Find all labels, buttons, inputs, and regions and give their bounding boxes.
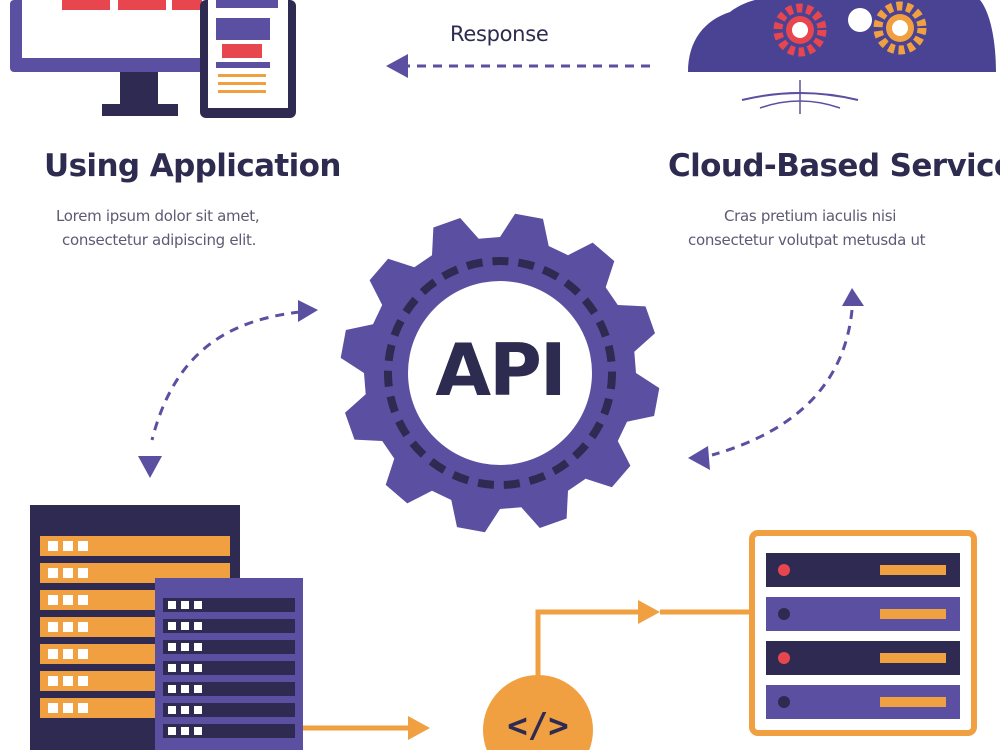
gear-icon	[773, 3, 827, 57]
server-light	[194, 706, 202, 714]
server-light	[78, 649, 88, 659]
server-light	[48, 568, 58, 578]
server-light	[48, 676, 58, 686]
server-light	[168, 664, 176, 672]
server-rack-icon	[155, 578, 303, 750]
server-light	[168, 706, 176, 714]
server-light	[63, 703, 73, 713]
server-light	[181, 706, 189, 714]
server-light	[168, 601, 176, 609]
server-light	[194, 664, 202, 672]
api-gear-icon	[340, 213, 660, 533]
arrow-head-icon	[688, 446, 710, 470]
server-light	[181, 601, 189, 609]
server-light	[48, 541, 58, 551]
arrow-head-icon	[842, 288, 864, 306]
server-light	[48, 595, 58, 605]
api-label: API	[435, 328, 566, 412]
server-light	[168, 643, 176, 651]
server-light	[48, 649, 58, 659]
server-rack-icon	[749, 530, 977, 736]
server-light	[78, 541, 88, 551]
code-icon	[483, 675, 593, 750]
tablet-icon	[200, 0, 296, 118]
left-panel-title: Using Application	[44, 148, 341, 184]
server-light	[880, 565, 946, 575]
server-light	[194, 643, 202, 651]
server-light	[880, 697, 946, 707]
status-dot	[778, 696, 790, 708]
arrow-head-icon	[138, 456, 162, 478]
gear-icon	[873, 1, 927, 55]
server-light	[168, 622, 176, 630]
server-light	[48, 703, 58, 713]
server-light	[63, 595, 73, 605]
server-light	[181, 727, 189, 735]
left-curved-arrow	[150, 310, 301, 441]
server-light	[78, 568, 88, 578]
server-light	[78, 595, 88, 605]
server-light	[168, 727, 176, 735]
server-light	[63, 676, 73, 686]
server-light	[181, 622, 189, 630]
monitor-icon	[10, 0, 225, 116]
right-panel-title: Cloud-Based Services	[668, 148, 1000, 184]
server-light	[194, 622, 202, 630]
connector-lines	[303, 600, 752, 740]
status-dot	[778, 608, 790, 620]
arrow-head-icon	[386, 54, 408, 78]
cloud-icon	[688, 0, 996, 114]
right-panel-desc-line1: Cras pretium iaculis nisi	[724, 207, 897, 225]
left-panel-desc-line1: Lorem ipsum dolor sit amet,	[56, 207, 260, 225]
server-light	[168, 685, 176, 693]
server-light	[78, 622, 88, 632]
right-curved-arrow	[711, 309, 854, 457]
server-light	[194, 685, 202, 693]
right-panel-desc-line2: consectetur volutpat metusda ut	[688, 231, 926, 249]
server-light	[181, 643, 189, 651]
server-light	[194, 727, 202, 735]
server-light	[63, 622, 73, 632]
arrow-head-icon	[298, 300, 318, 322]
left-panel-desc-line2: consectetur adipiscing elit.	[62, 231, 257, 249]
server-light	[48, 622, 58, 632]
server-light	[63, 541, 73, 551]
server-light	[78, 703, 88, 713]
server-light	[194, 601, 202, 609]
server-light	[181, 685, 189, 693]
server-light	[880, 609, 946, 619]
server-light	[63, 649, 73, 659]
server-light	[78, 676, 88, 686]
status-dot	[778, 652, 790, 664]
server-light	[63, 568, 73, 578]
response-label: Response	[450, 22, 549, 46]
server-light	[181, 664, 189, 672]
server-light	[880, 653, 946, 663]
status-dot	[778, 564, 790, 576]
code-symbol: </>	[507, 706, 569, 746]
